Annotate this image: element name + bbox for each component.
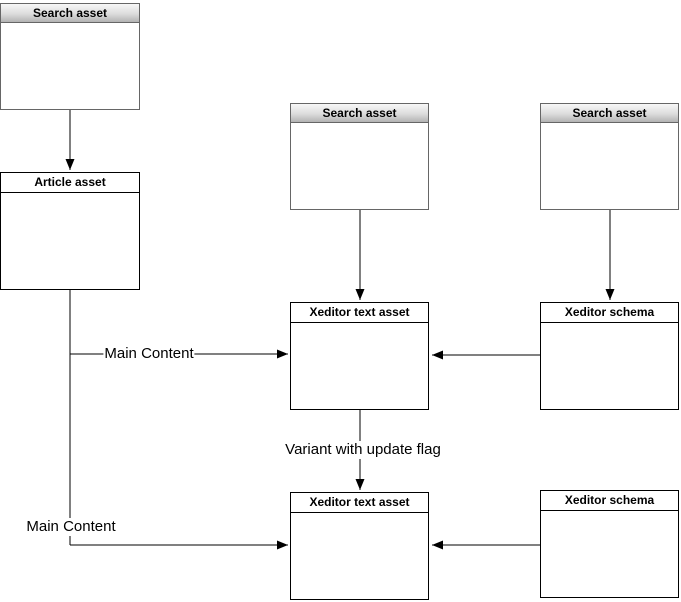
edge-label-variant-with-update-flag: Variant with update flag [284,441,442,459]
node-xeditor-schema-mid[interactable]: Xeditor schema [540,302,679,410]
node-body [541,323,678,409]
node-title: Search asset [1,4,139,23]
node-title: Search asset [541,104,678,123]
node-xeditor-text-asset-mid[interactable]: Xeditor text asset [290,302,429,410]
node-search-asset-right[interactable]: Search asset [540,103,679,210]
edge-label-main-content-2: Main Content [25,518,117,536]
node-title: Xeditor text asset [291,493,428,513]
node-xeditor-schema-bottom[interactable]: Xeditor schema [540,490,679,598]
node-title: Xeditor text asset [291,303,428,323]
node-body [291,323,428,409]
node-title: Xeditor schema [541,303,678,323]
node-body [291,513,428,599]
node-search-asset-center[interactable]: Search asset [290,103,429,210]
node-body [541,511,678,597]
node-search-asset-top-left[interactable]: Search asset [0,3,140,110]
node-body [1,23,139,109]
node-article-asset[interactable]: Article asset [0,172,140,290]
node-body [291,123,428,209]
edge-label-main-content-1: Main Content [103,345,195,363]
node-xeditor-text-asset-bottom[interactable]: Xeditor text asset [290,492,429,600]
node-body [541,123,678,209]
node-title: Xeditor schema [541,491,678,511]
node-title: Article asset [1,173,139,193]
node-body [1,193,139,289]
node-title: Search asset [291,104,428,123]
